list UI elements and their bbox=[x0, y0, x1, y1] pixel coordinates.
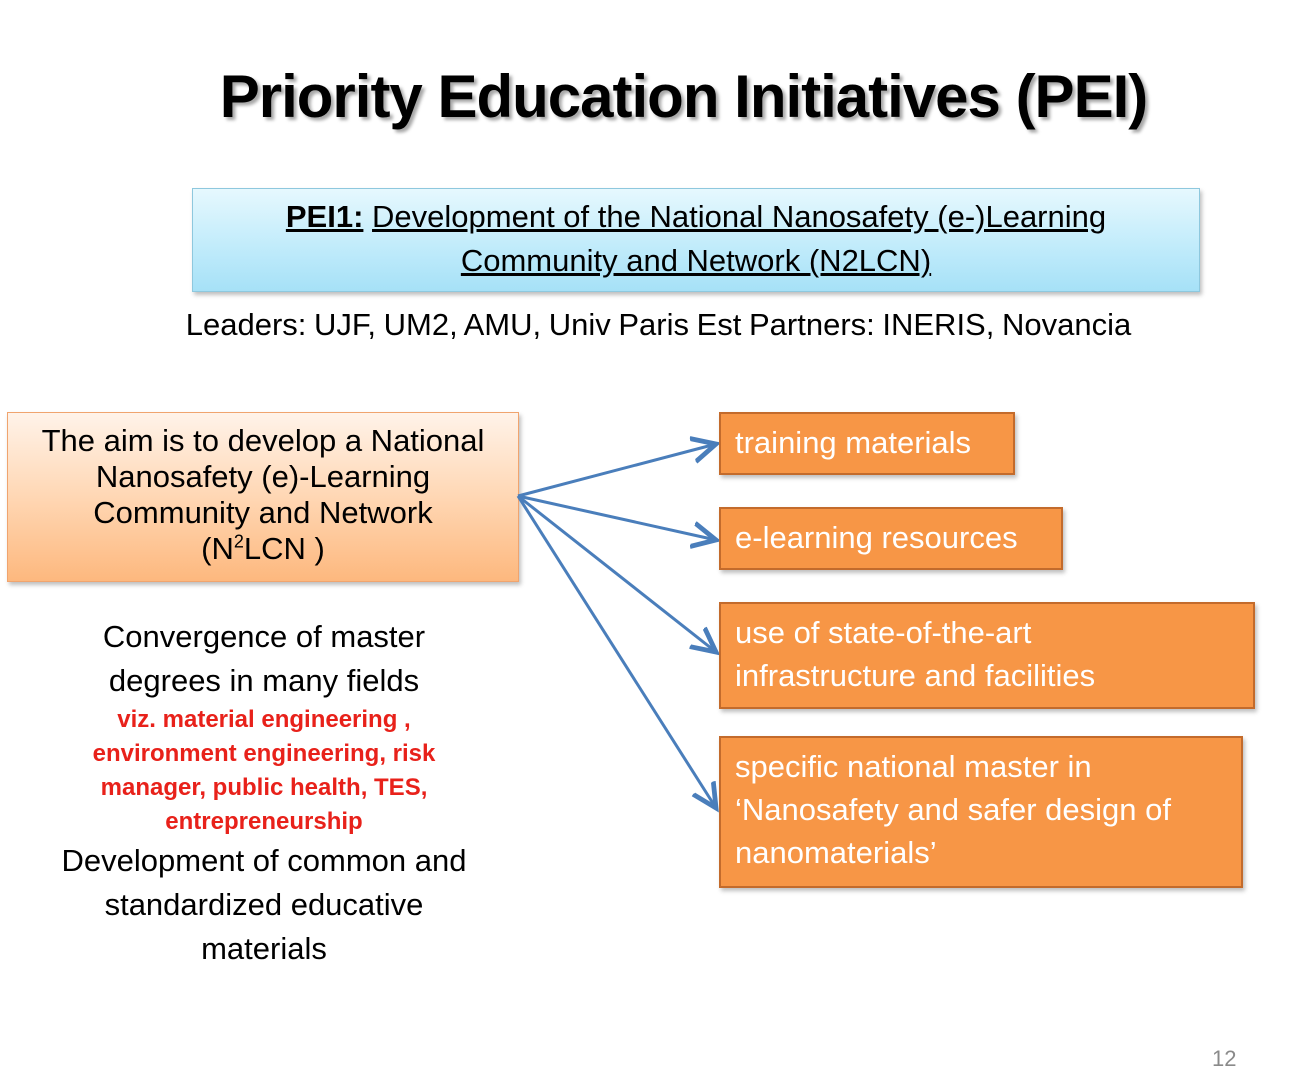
aim-line2: Nanosafety (e)-Learning bbox=[95, 459, 431, 494]
development-line3: materials bbox=[201, 931, 327, 966]
aim-line4-suffix: LCN ) bbox=[243, 531, 325, 566]
pei1-text-line2: Community and Network (N2LCN) bbox=[460, 243, 932, 278]
outcome-infrastructure: use of state-of-the-art infrastructure a… bbox=[719, 602, 1255, 709]
fields-line1: viz. material engineering , bbox=[117, 706, 411, 733]
pei1-text-line1: Development of the National Nanosafety (… bbox=[372, 199, 1107, 234]
arrow-to-training bbox=[517, 444, 716, 498]
leaders-partners-line: Leaders: UJF, UM2, AMU, Univ Paris Est P… bbox=[185, 307, 1132, 342]
slide-title: Priority Education Initiatives (PEI) bbox=[219, 63, 1149, 130]
arrow-to-elearning bbox=[517, 494, 716, 540]
convergence-text: Convergence of master degrees in many fi… bbox=[20, 615, 508, 971]
master-line2: ‘Nanosafety and safer design of bbox=[735, 792, 1171, 827]
training-label: training materials bbox=[735, 425, 972, 460]
elearning-label: e-learning resources bbox=[735, 520, 1018, 555]
convergence-line1: Convergence of master bbox=[102, 619, 426, 654]
pei1-label: PEI1: bbox=[285, 199, 364, 234]
development-line2: standardized educative bbox=[104, 887, 424, 922]
aim-line4-prefix: (N bbox=[201, 531, 234, 566]
outcome-training-materials: training materials bbox=[719, 412, 1015, 475]
master-line1: specific national master in bbox=[735, 749, 1092, 784]
master-line3: nanomaterials’ bbox=[735, 835, 937, 870]
outcome-national-master: specific national master in ‘Nanosafety … bbox=[719, 736, 1243, 888]
arrow-to-infrastructure bbox=[517, 494, 716, 652]
fields-line3: manager, public health, TES, bbox=[100, 774, 428, 801]
pei1-box: PEI1: Development of the National Nanosa… bbox=[192, 188, 1200, 292]
fields-line4: entrepreneurship bbox=[165, 808, 363, 835]
outcome-elearning-resources: e-learning resources bbox=[719, 507, 1063, 570]
arrow-to-master bbox=[516, 495, 716, 808]
aim-line3: Community and Network bbox=[93, 495, 433, 530]
aim-line4-sup: 2 bbox=[233, 531, 244, 552]
aim-line1: The aim is to develop a National bbox=[41, 423, 485, 458]
development-line1: Development of common and bbox=[61, 843, 467, 878]
aim-line4: (N2LCN ) bbox=[8, 531, 518, 567]
convergence-line2: degrees in many fields bbox=[108, 663, 420, 698]
infra-line2: infrastructure and facilities bbox=[735, 658, 1096, 693]
infra-line1: use of state-of-the-art bbox=[735, 615, 1032, 650]
page-number: 12 bbox=[1212, 1046, 1237, 1071]
fields-line2: environment engineering, risk bbox=[92, 740, 436, 767]
